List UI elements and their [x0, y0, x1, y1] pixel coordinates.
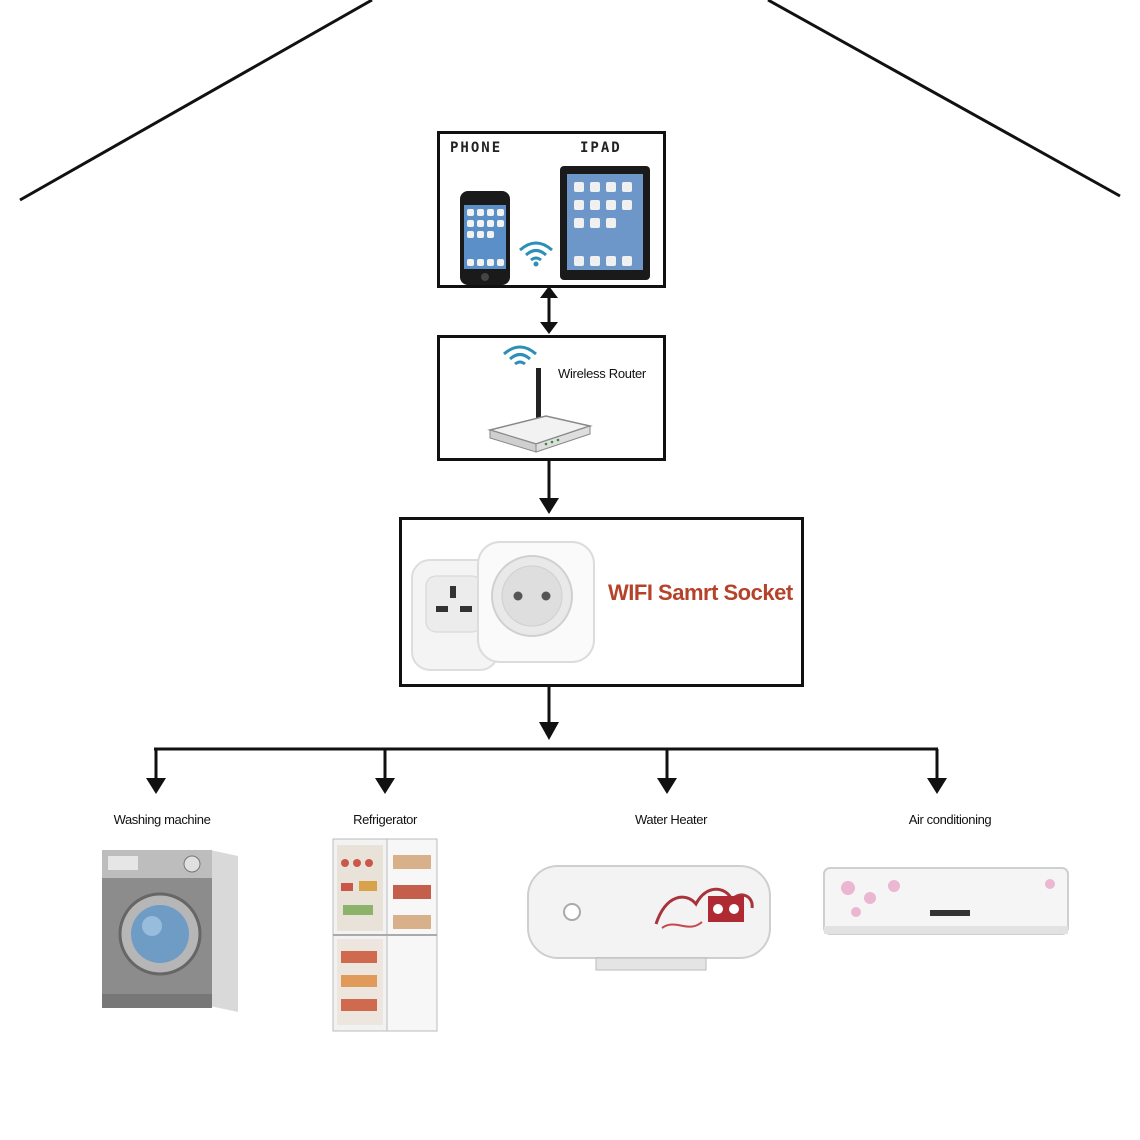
- roof-left-line: [19, 0, 373, 202]
- water-heater-icon: [527, 865, 771, 971]
- arrow-to-refrigerator: [375, 749, 395, 794]
- washing-machine-icon: [102, 850, 238, 1012]
- washing-machine-label: Washing machine: [113, 812, 211, 827]
- devices-box: PHONE IPAD: [437, 131, 666, 288]
- router-box: Wireless Router: [437, 335, 666, 461]
- arrow-router-socket: [539, 460, 559, 514]
- roof-right-line: [767, 0, 1121, 198]
- socket-box: WIFI Samrt Socket: [399, 517, 804, 687]
- smart-socket-icon: [411, 541, 595, 671]
- arrow-to-washing-machine: [146, 749, 166, 794]
- refrigerator-icon: [332, 838, 438, 1032]
- phone-label: PHONE: [450, 140, 503, 156]
- router-icon: [487, 368, 593, 453]
- ipad-icon: [560, 166, 650, 280]
- refrigerator-label: Refrigerator: [353, 812, 417, 827]
- router-label: Wireless Router: [558, 366, 646, 381]
- wifi-icon: [519, 241, 553, 267]
- ipad-label: IPAD: [580, 140, 622, 156]
- double-arrow-devices-router: [540, 286, 558, 334]
- water-heater-label: Water Heater: [634, 812, 708, 827]
- arrow-to-water-heater: [657, 749, 677, 794]
- arrow-socket-bus: [539, 686, 559, 740]
- wifi-icon: [503, 345, 537, 366]
- air-conditioning-label: Air conditioning: [908, 812, 992, 827]
- air-conditioning-icon: [823, 867, 1069, 935]
- socket-label: WIFI Samrt Socket: [608, 580, 793, 605]
- phone-icon: [460, 191, 510, 285]
- arrow-to-air-conditioning: [927, 749, 947, 794]
